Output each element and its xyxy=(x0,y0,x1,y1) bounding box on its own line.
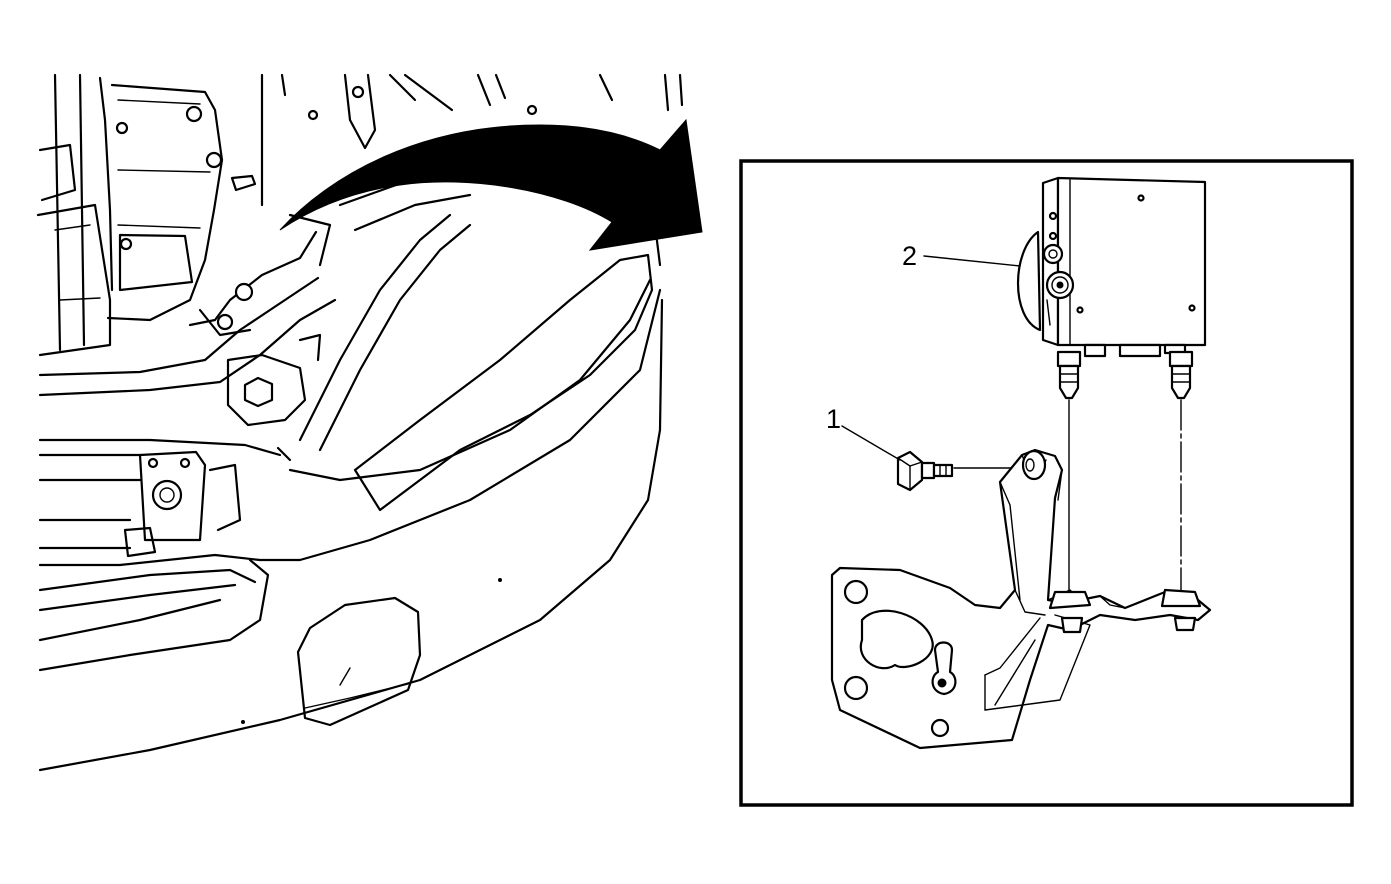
zoom-arrow xyxy=(279,118,703,251)
callouts: 1 2 xyxy=(826,241,1021,461)
bolt-fastener xyxy=(896,450,954,492)
radiator-support xyxy=(38,213,337,558)
leader-line-item-2 xyxy=(923,255,1021,267)
leader-line-item-1 xyxy=(841,425,901,461)
front-fascia xyxy=(38,163,664,772)
engine-bay-structure xyxy=(36,73,684,357)
callout-2: 2 xyxy=(902,241,917,271)
vehicle-front-corner-overview xyxy=(36,73,703,772)
callout-1: 1 xyxy=(826,404,841,434)
detail-inset: 1 2 xyxy=(739,159,1354,807)
mounting-bracket xyxy=(830,448,1212,750)
module-assembly xyxy=(1016,176,1207,400)
